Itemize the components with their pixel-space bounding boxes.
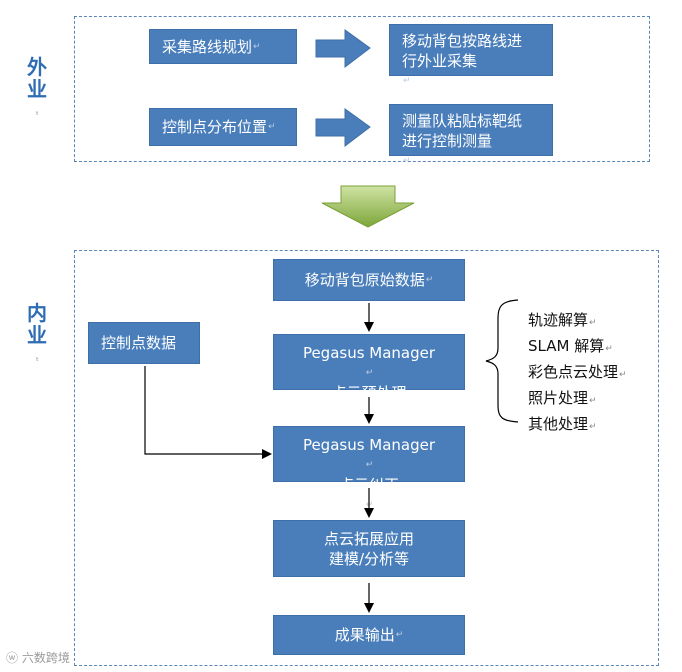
indoor-label: 内业 ᵗ [22,302,52,373]
control-survey-line2: 进行控制测量 [402,132,493,150]
preprocess-box: Pegasus Manager ↵ 点云预处理 [273,334,465,402]
control-point-data-box: 控制点数据 [88,322,200,364]
list-item: 轨迹解算↵ [528,311,597,329]
curly-brace [485,299,519,423]
return-mark: ↵ [403,76,411,86]
return-mark: ↵ [395,630,404,640]
route-planning-text: 采集路线规划 [162,37,253,56]
return-mark: ↵ [365,460,374,470]
control-point-data-text: 控制点数据 [101,334,177,352]
indoor-label-text: 内业 [27,301,47,347]
control-point-location-box: 控制点分布位置 ↵ [149,108,297,146]
correction-box: Pegasus Manager↵ 点云纠正↵ [273,426,465,510]
block-arrow-right [315,108,371,148]
output-box: 成果输出 ↵ [273,615,465,655]
return-mark: ↵ [268,122,276,132]
list-item: 彩色点云处理↵ [528,363,627,381]
list-item: 其他处理↵ [528,415,597,433]
return-mark: ↵ [619,370,627,380]
return-mark: ↵ [589,422,597,432]
raw-data-box: 移动背包原始数据 ↵ [273,259,465,301]
list-item: 照片处理↵ [528,389,597,407]
preprocess-line1: Pegasus Manager [302,344,436,362]
return-mark: ↵ [403,156,411,166]
preprocess-line2: 点云预处理 [331,384,407,402]
outdoor-label-text: 外业 [27,55,47,101]
return-mark: ↵ [589,318,597,328]
field-collection-line1: 移动背包按路线进 [402,32,523,50]
raw-data-text: 移动背包原始数据 [304,271,425,289]
preprocess-items-list: 轨迹解算↵ SLAM 解算↵ 彩色点云处理↵ 照片处理↵ 其他处理↵ [528,309,627,439]
list-item: SLAM 解算↵ [528,337,613,355]
outdoor-frame [74,16,650,162]
return-mark: ↵ [425,275,434,285]
field-collection-line2: 行外业采集 [402,52,478,70]
outdoor-label: 外业 ᵗ [22,56,52,127]
return-mark: ↵ [253,41,261,52]
control-survey-line1: 测量队粘贴标靶纸 [402,112,523,130]
elbow-connector [144,366,272,459]
section-mark: ᵗ [36,357,39,367]
field-collection-box: 移动背包按路线进 行外业采集 ↵ [389,24,553,86]
correction-line2: 点云纠正 [338,476,399,494]
application-line2: 建模/分析等 [328,550,410,568]
section-mark: ᵗ [36,111,39,121]
return-mark: ↵ [605,344,613,354]
return-mark: ↵ [589,396,597,406]
watermark: ⓦ 六数跨境 [6,649,70,666]
block-arrow-right [315,29,371,69]
control-survey-box: 测量队粘贴标靶纸 进行控制测量 ↵ [389,104,553,166]
watermark-text: 六数跨境 [21,651,70,665]
application-box: 点云拓展应用 建模/分析等 [273,520,465,577]
big-down-arrow [321,185,415,228]
route-planning-box: 采集路线规划 ↵ [149,29,297,64]
control-point-location-text: 控制点分布位置 [162,118,268,136]
correction-line1: Pegasus Manager [302,436,436,454]
output-text: 成果输出 [334,626,395,644]
watermark-icon: ⓦ [6,651,19,665]
return-mark: ↵ [365,368,374,378]
application-line1: 点云拓展应用 [323,530,414,548]
indoor-frame [74,250,659,666]
